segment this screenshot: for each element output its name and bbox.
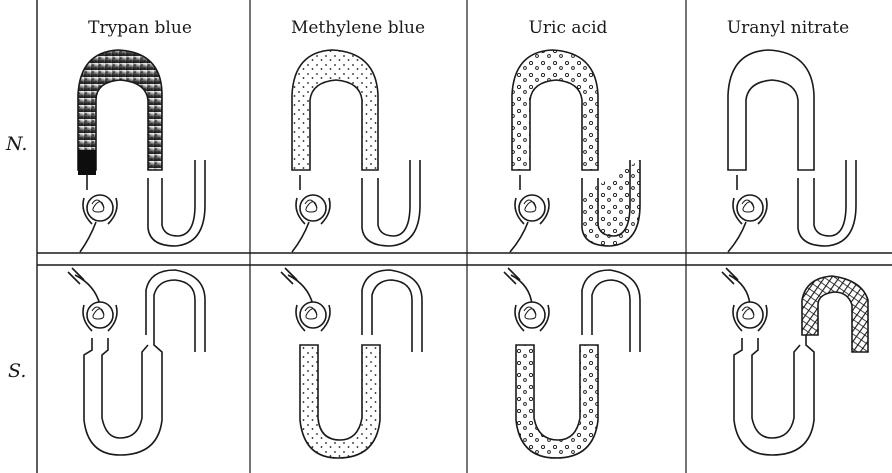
nephron-n-trypan-blue <box>78 50 205 252</box>
nephron-s-trypan-blue <box>68 268 205 455</box>
nephron-n-methylene-blue <box>292 50 420 252</box>
nephron-s-uric-acid <box>504 268 640 458</box>
row-label-n: N. <box>6 133 27 155</box>
nephron-n-uranyl-nitrate <box>728 50 856 252</box>
nephron-n-uric-acid <box>510 50 640 252</box>
column-title-methylene-blue: Methylene blue <box>258 18 458 38</box>
column-title-trypan-blue: Trypan blue <box>40 18 240 38</box>
row-label-s: S. <box>8 360 26 382</box>
nephron-s-uranyl-nitrate <box>722 268 868 455</box>
column-title-uranyl-nitrate: Uranyl nitrate <box>688 18 888 38</box>
column-title-uric-acid: Uric acid <box>468 18 668 38</box>
nephron-s-methylene-blue <box>281 268 422 458</box>
